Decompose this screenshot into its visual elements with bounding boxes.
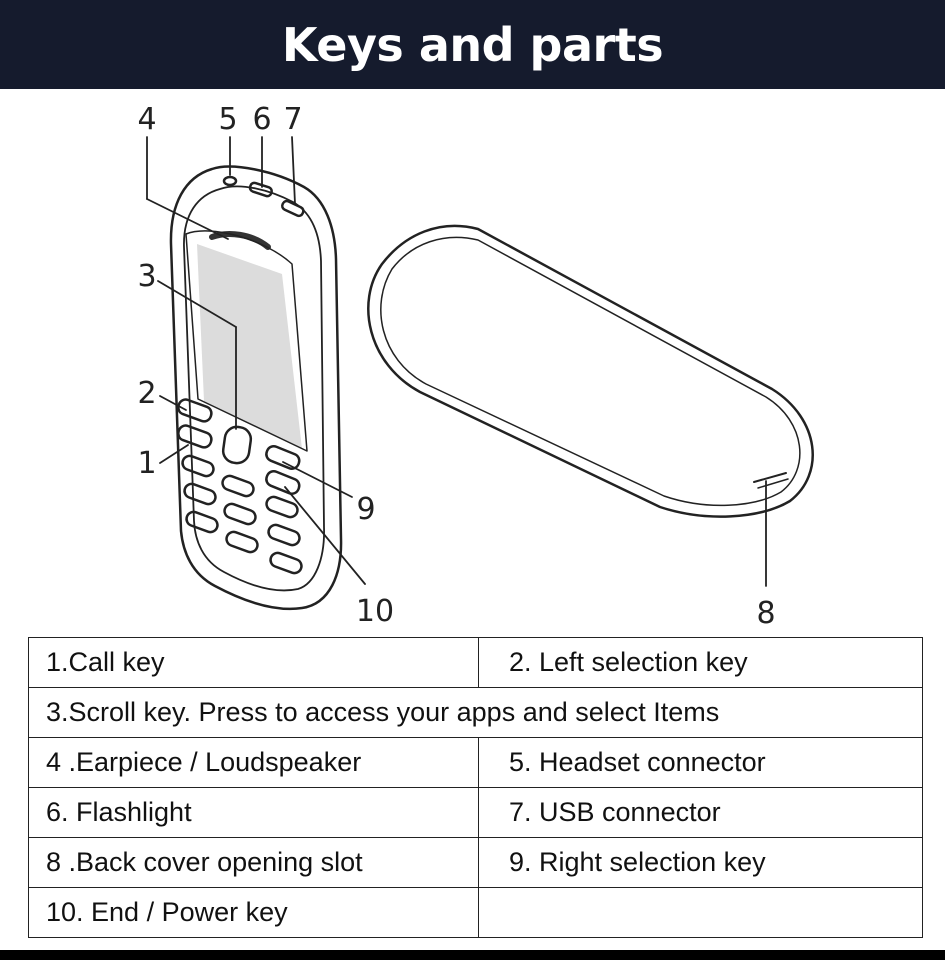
callout-7: 7: [283, 102, 302, 137]
end-key-shape: [265, 470, 301, 495]
table-row: 8 .Back cover opening slot 9. Right sele…: [28, 837, 923, 888]
callout-5: 5: [218, 102, 237, 137]
callout-1: 1: [137, 446, 156, 481]
table-cell: 7. USB connector: [478, 787, 923, 838]
phone-front: [169, 165, 343, 611]
back-cover: [367, 224, 814, 518]
callout-9: 9: [356, 492, 375, 527]
table-row: 6. Flashlight 7. USB connector: [28, 787, 923, 838]
table-row: 3.Scroll key. Press to access your apps …: [28, 687, 923, 738]
right-selection-key-shape: [265, 445, 301, 470]
callout-8: 8: [756, 596, 775, 631]
table-row: 1.Call key 2. Left selection key: [28, 637, 923, 688]
table-cell: 2. Left selection key: [478, 637, 923, 688]
phone-diagram: 4 5 6 7 3 2 1 9 10 8: [0, 89, 945, 637]
table-cell: 10. End / Power key: [28, 887, 479, 938]
table-cell: 5. Headset connector: [478, 737, 923, 788]
callout-10: 10: [356, 594, 394, 629]
callout-6: 6: [252, 102, 271, 137]
leader-lines: [146, 136, 767, 587]
table-cell: 9. Right selection key: [478, 837, 923, 888]
left-selection-key-shape: [177, 398, 213, 423]
table-cell: 3.Scroll key. Press to access your apps …: [28, 687, 923, 738]
table-row: 4 .Earpiece / Loudspeaker 5. Headset con…: [28, 737, 923, 788]
table-cell: 8 .Back cover opening slot: [28, 837, 479, 888]
table-cell: 6. Flashlight: [28, 787, 479, 838]
diagram-svg: 4 5 6 7 3 2 1 9 10 8: [137, 102, 814, 631]
callout-3: 3: [137, 259, 156, 294]
table-cell: 4 .Earpiece / Loudspeaker: [28, 737, 479, 788]
callout-2: 2: [137, 376, 156, 411]
earpiece-shape: [209, 231, 271, 250]
scroll-key-shape: [221, 425, 253, 465]
page-header: Keys and parts: [0, 0, 945, 89]
page-title: Keys and parts: [281, 17, 664, 72]
screen-shape: [197, 244, 302, 449]
callout-4: 4: [137, 102, 156, 137]
call-key-shape: [177, 424, 213, 449]
table-cell: 1.Call key: [28, 637, 479, 688]
headset-connector-shape: [222, 175, 238, 187]
bottom-bar: [0, 950, 945, 960]
parts-table: 1.Call key 2. Left selection key 3.Scrol…: [28, 637, 923, 938]
number-keys: [181, 454, 303, 575]
table-cell: [478, 887, 923, 938]
usb-connector-shape: [280, 199, 305, 218]
table-row: 10. End / Power key: [28, 887, 923, 938]
